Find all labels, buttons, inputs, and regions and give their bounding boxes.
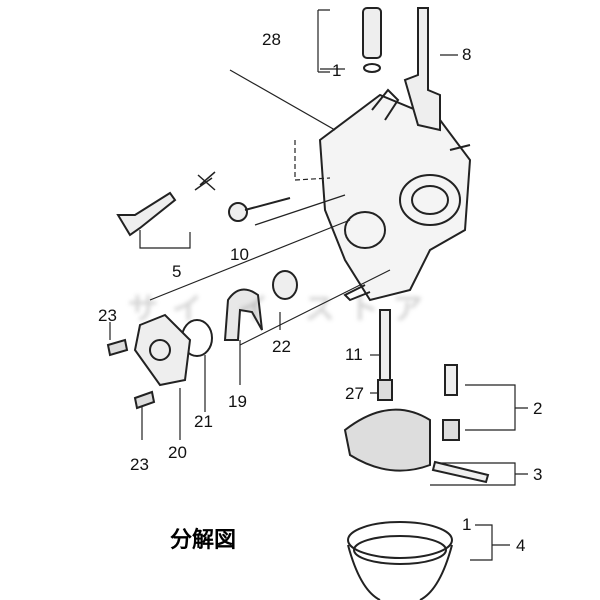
- callout-23-lower: 23: [130, 455, 149, 474]
- callout-11: 11: [345, 345, 363, 364]
- watermark: サイ イ ストア: [128, 293, 437, 326]
- callout-5: 5: [172, 262, 182, 281]
- callout-10: 10: [230, 245, 249, 264]
- callout-23: 23: [98, 306, 117, 325]
- callout-27: 27: [345, 384, 364, 403]
- callout-3: 3: [533, 465, 543, 484]
- callout-1: 1: [332, 61, 342, 80]
- parts: [106, 7, 490, 600]
- callout-2: 2: [533, 399, 543, 418]
- diagram-title: 分解図: [170, 528, 237, 553]
- callout-22: 22: [272, 337, 291, 356]
- callout-19: 19: [228, 392, 247, 411]
- callout-20: 20: [168, 443, 187, 462]
- callout-1-lower: 1: [462, 515, 472, 534]
- callout-21: 21: [194, 412, 213, 431]
- carburetor-body: [318, 88, 472, 302]
- callout-28: 28: [262, 30, 281, 49]
- callout-4: 4: [516, 536, 526, 555]
- callout-8: 8: [462, 45, 472, 64]
